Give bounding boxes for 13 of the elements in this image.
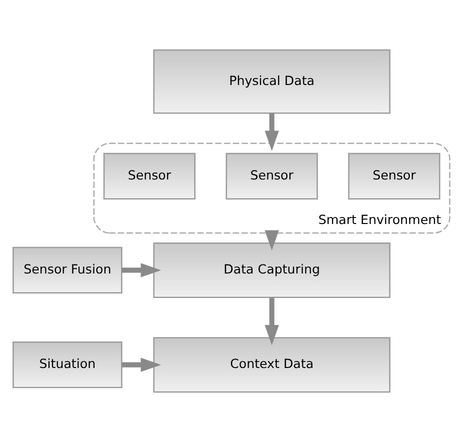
node-box: Physical Data <box>153 48 390 114</box>
node-box: Situation <box>12 341 122 388</box>
node-box: Sensor Fusion <box>12 246 122 294</box>
arrow <box>122 357 162 372</box>
arrow <box>264 113 279 151</box>
node-box: Sensor <box>103 152 196 200</box>
node-box: Context Data <box>153 336 390 392</box>
node-box: Sensor <box>348 152 440 200</box>
arrow <box>264 297 279 345</box>
node-box: Sensor <box>226 152 318 200</box>
arrow <box>264 230 279 250</box>
node-box: Data Capturing <box>153 242 390 298</box>
arrow <box>122 262 162 277</box>
